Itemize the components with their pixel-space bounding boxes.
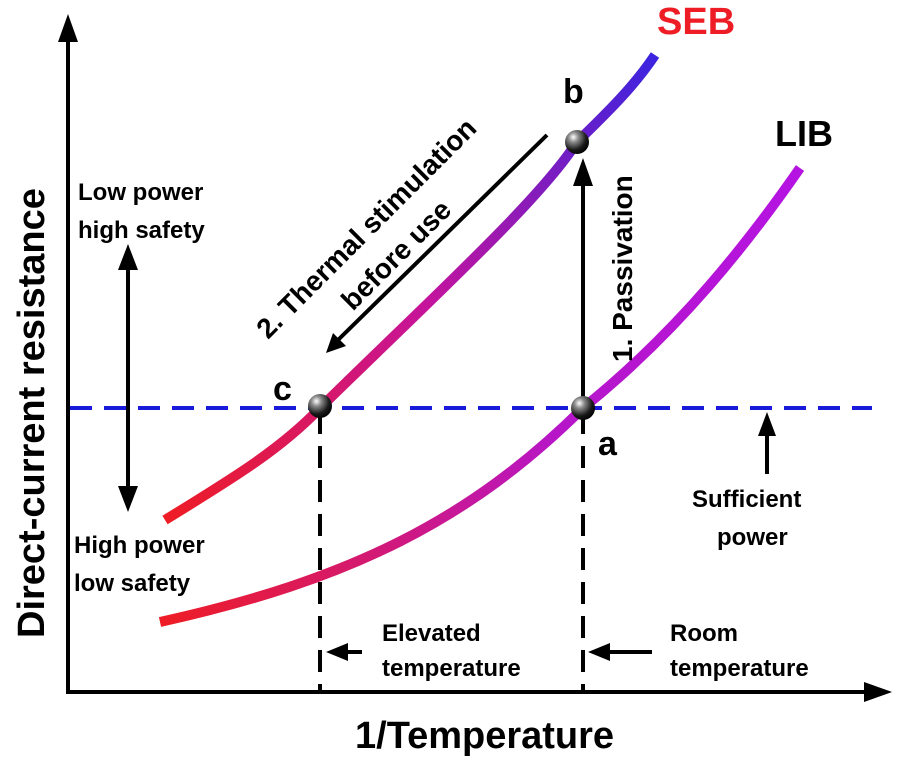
thermal-stimulation-arrow	[336, 133, 549, 342]
x-axis-arrowhead	[864, 682, 892, 702]
point-c-label: c	[273, 370, 292, 408]
x-axis-label: 1/Temperature	[355, 715, 614, 757]
low-power-line1: Low power	[78, 179, 203, 206]
passivation-arrowhead	[573, 158, 593, 186]
sufficient-power-arrowhead	[758, 412, 776, 436]
thermal-stimulation-arrowhead	[326, 333, 346, 353]
point-a-label: a	[598, 425, 618, 463]
thermal-stimulation-label: 2. Thermal stimulation before use	[250, 112, 482, 344]
lib-curve	[158, 165, 805, 627]
low-power-line2: high safety	[78, 217, 205, 244]
y-axis-arrowhead	[58, 14, 78, 42]
point-c-marker	[308, 394, 332, 418]
point-b-label: b	[563, 73, 584, 111]
room-temperature-line1: Room	[670, 620, 738, 647]
room-temperature-line2: temperature	[670, 655, 809, 682]
elevated-temperature-line2: temperature	[382, 655, 521, 682]
seb-label: SEB	[657, 1, 735, 43]
elevated-temperature-line1: Elevated	[382, 620, 481, 647]
high-power-line2: low safety	[74, 570, 191, 597]
y-axis-label: Direct-current resistance	[11, 188, 53, 638]
seb-curve	[162, 52, 660, 525]
power-safety-arrowhead-up	[118, 244, 138, 270]
passivation-label: 1. Passivation	[607, 175, 638, 362]
point-b-marker	[565, 130, 589, 154]
sufficient-power-line1: Sufficient	[692, 486, 801, 513]
room-temperature-arrowhead	[588, 643, 610, 661]
point-a-marker	[571, 396, 595, 420]
elevated-temperature-arrowhead	[326, 643, 348, 661]
sufficient-power-line2: power	[717, 524, 788, 551]
high-power-line1: High power	[74, 532, 205, 559]
axes	[58, 14, 892, 702]
power-safety-arrowhead-down	[118, 486, 138, 512]
lib-label: LIB	[775, 113, 833, 154]
